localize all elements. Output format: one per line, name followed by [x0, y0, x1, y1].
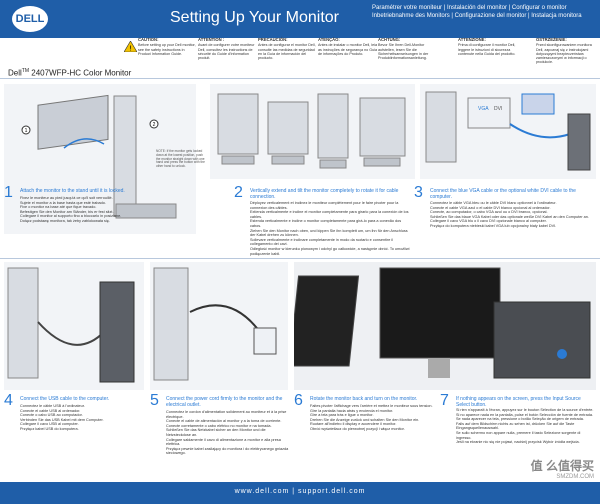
step6-7-illustration	[288, 262, 596, 390]
svg-text:1: 1	[25, 128, 28, 134]
step7-heading: If nothing appears on the screen, press …	[456, 396, 581, 408]
step1-illustration: 1 2	[4, 84, 196, 234]
caution-bar: ! CAUTION:Before setting up your Dell mo…	[0, 37, 600, 70]
rotate-monitor-illustration	[217, 93, 406, 169]
step-number-1: 1	[4, 184, 13, 201]
middle-separator	[0, 258, 600, 259]
step6-text: Faites pivoter l'affichage vers l'arrièr…	[310, 404, 433, 431]
step-number-6: 6	[294, 392, 303, 409]
header-bar: DELL Setting Up Your Monitor Paramétrer …	[0, 0, 600, 38]
step3-heading: Connect the blue VGA cable or the option…	[430, 188, 576, 200]
step-number-3: 3	[414, 184, 423, 201]
usb-cable-illustration	[7, 267, 135, 383]
watermark: 值 么值得买 SMZDM.COM	[530, 459, 594, 480]
svg-text:2: 2	[153, 122, 156, 128]
step-number-2: 2	[234, 184, 243, 201]
step4-heading: Connect the USB cable to the computer.	[20, 396, 110, 402]
separator-line	[0, 78, 600, 79]
monitor-front-illustration	[288, 267, 591, 379]
step4-illustration	[4, 262, 144, 390]
power-cord-illustration	[153, 267, 277, 381]
step4-text: Connectez le câble USB à l'ordinateur.Co…	[20, 404, 104, 431]
support-url[interactable]: www.dell.com | support.dell.com	[234, 488, 366, 495]
step3-illustration: VGA DVI	[420, 84, 596, 179]
step-number-5: 5	[150, 392, 159, 409]
step5-heading: Connect the power cord firmly to the mon…	[166, 396, 283, 408]
model-name: DellTM 2407WFP-HC Color Monitor	[8, 68, 132, 78]
translated-titles: Paramétrer votre moniteur | Instalación …	[372, 5, 582, 19]
footer-bar: www.dell.com | support.dell.com	[0, 482, 600, 504]
step5-text: Connectez le cordon d'alimentation solid…	[166, 410, 289, 456]
svg-text:VGA: VGA	[478, 106, 489, 112]
step2-text: Déployez verticalement et inclinez le mo…	[250, 201, 410, 256]
step6-heading: Rotate the monitor back and turn on the …	[310, 396, 418, 402]
step1-text: Fixez le moniteur au pied jusqu'à ce qu'…	[20, 196, 122, 223]
step7-text: Si rien n'apparaît à l'écran, appuyez su…	[456, 408, 594, 445]
step5-illustration	[150, 262, 288, 390]
step-number-4: 4	[4, 392, 13, 409]
step1-heading: Attach the monitor to the stand until it…	[20, 188, 125, 194]
vga-dvi-cable-illustration: VGA DVI	[425, 91, 591, 171]
step-number-7: 7	[440, 392, 449, 409]
warning-icon: !	[124, 41, 137, 52]
dell-logo: DELL	[10, 4, 50, 34]
stand-note: NOTE: If the monitor gets locked down at…	[156, 149, 205, 169]
page-title: Setting Up Your Monitor	[170, 9, 339, 26]
step2-illustration	[210, 84, 415, 179]
svg-text:!: !	[129, 45, 132, 53]
svg-text:DVI: DVI	[494, 106, 502, 112]
step3-text: Connectez le câble VGA bleu ou le câble …	[430, 201, 589, 228]
step2-heading: Vertically extend and tilt the monitor c…	[250, 188, 399, 200]
monitor-stand-illustration: 1 2	[21, 94, 177, 219]
